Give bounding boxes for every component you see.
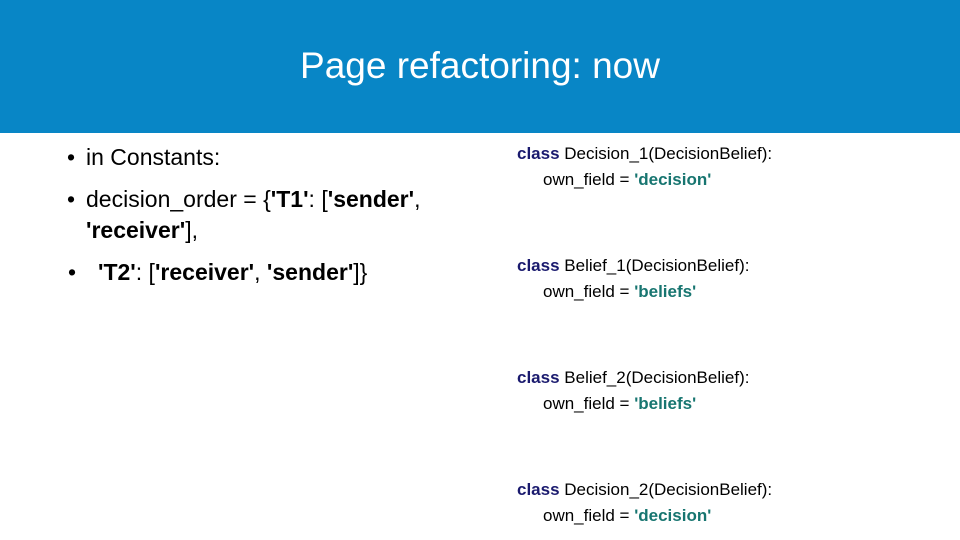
code-line-class-signature: class Decision_1(DecisionBelief): — [517, 141, 937, 167]
bullet-text: ], — [185, 217, 198, 243]
class-signature: Belief_2(DecisionBelief): — [559, 368, 750, 387]
bullet-dot-icon: • — [67, 144, 76, 170]
bullet-text-emphasis: 'receiver' — [154, 259, 255, 285]
code-line-field-assignment: own_field = 'beliefs' — [517, 391, 937, 417]
bullet-text-emphasis: 'T2' — [98, 259, 136, 285]
bullet-text-emphasis: 'T1' — [270, 186, 309, 212]
code-listing: class Decision_1(DecisionBelief):own_fie… — [517, 141, 937, 529]
field-value-string: 'beliefs' — [634, 394, 697, 413]
field-name: own_field = — [543, 170, 635, 189]
bullet-text: in Constants: — [86, 144, 221, 170]
bullet-dot-icon: • — [67, 186, 76, 212]
class-signature: Decision_1(DecisionBelief): — [559, 144, 773, 163]
code-line-class-signature: class Belief_2(DecisionBelief): — [517, 365, 937, 391]
keyword-class: class — [517, 368, 560, 387]
bullet-text: decision_order = { — [86, 186, 271, 212]
keyword-class: class — [517, 144, 560, 163]
field-name: own_field = — [543, 394, 635, 413]
bullet-text: : [ — [308, 186, 328, 212]
bullet-text: , — [414, 186, 421, 212]
keyword-class: class — [517, 480, 560, 499]
field-value-string: 'beliefs' — [634, 282, 697, 301]
field-name: own_field = — [543, 282, 635, 301]
page-title: Page refactoring: now — [300, 45, 660, 86]
list-item: • decision_order = {'T1': ['sender', 'rec… — [62, 184, 507, 246]
bullet-text: ]} — [353, 259, 368, 285]
code-line-class-signature: class Belief_1(DecisionBelief): — [517, 253, 937, 279]
list-item: • in Constants: — [62, 142, 507, 173]
code-block: class Decision_1(DecisionBelief):own_fie… — [517, 141, 937, 193]
bullet-text: : [ — [135, 259, 155, 285]
slide-header-band: Page refactoring: now — [0, 0, 960, 133]
field-name: own_field = — [543, 506, 635, 525]
class-signature: Belief_1(DecisionBelief): — [559, 256, 750, 275]
bullet-text-emphasis: 'sender' — [266, 259, 354, 285]
field-value-string: 'decision' — [634, 506, 712, 525]
code-line-field-assignment: own_field = 'decision' — [517, 503, 937, 529]
code-line-field-assignment: own_field = 'beliefs' — [517, 279, 937, 305]
bullet-text-emphasis: 'receiver' — [86, 217, 186, 243]
bullet-dot-icon: • — [68, 259, 77, 285]
code-block: class Decision_2(DecisionBelief):own_fie… — [517, 477, 937, 529]
field-value-string: 'decision' — [634, 170, 712, 189]
class-signature: Decision_2(DecisionBelief): — [559, 480, 773, 499]
bullet-text: , — [254, 259, 267, 285]
bullet-list: •in Constants:•decision_order = {'T1': [… — [62, 142, 507, 299]
code-line-field-assignment: own_field = 'decision' — [517, 167, 937, 193]
code-block: class Belief_2(DecisionBelief):own_field… — [517, 365, 937, 417]
bullet-text-emphasis: 'sender' — [327, 186, 415, 212]
code-line-class-signature: class Decision_2(DecisionBelief): — [517, 477, 937, 503]
keyword-class: class — [517, 256, 560, 275]
slide-body: •in Constants:•decision_order = {'T1': [… — [0, 133, 960, 540]
code-block: class Belief_1(DecisionBelief):own_field… — [517, 253, 937, 305]
list-item: • 'T2': ['receiver', 'sender']} — [62, 257, 507, 288]
